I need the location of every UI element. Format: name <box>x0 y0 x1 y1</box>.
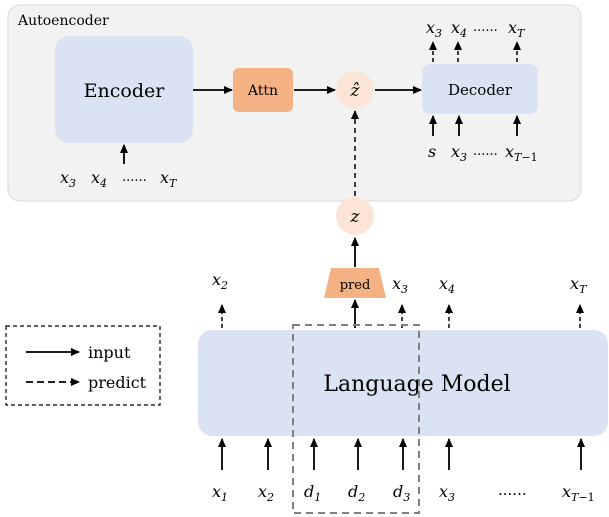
pred-block: pred <box>324 268 386 298</box>
z-node: z <box>336 197 374 235</box>
lm-output-xT: xT <box>570 274 588 296</box>
decoder-input-ellipsis: ...... <box>473 144 498 159</box>
decoder-input-s: s <box>428 142 436 161</box>
legend: input predict <box>5 325 161 406</box>
lm-output-x2: x2 <box>212 270 228 292</box>
language-model-label: Language Model <box>323 372 510 397</box>
encoder-input-ellipsis: ...... <box>122 170 147 185</box>
encoder-label: Encoder <box>84 80 166 102</box>
document-tokens-highlight <box>292 324 420 514</box>
z-label: z <box>350 207 361 227</box>
lm-input-d2: d2 <box>348 482 365 504</box>
encoder-box: Encoder <box>55 36 193 143</box>
decoder-label: Decoder <box>448 81 513 99</box>
language-model-box: Language Model <box>198 330 608 436</box>
legend-input-label: input <box>88 343 131 362</box>
legend-predict-label: predict <box>88 373 147 392</box>
lm-output-x4: x4 <box>439 274 455 296</box>
lm-input-d1: d1 <box>304 482 321 504</box>
lm-input-x2: x2 <box>258 482 274 504</box>
decoder-box: Decoder <box>422 64 538 114</box>
lm-input-ellipsis: ...... <box>498 481 527 499</box>
legend-box <box>5 325 161 406</box>
lm-input-x1: x1 <box>212 482 228 504</box>
lm-output-x3: x3 <box>392 274 408 296</box>
attn-label: Attn <box>247 83 278 99</box>
decoder-output-ellipsis: ...... <box>473 20 498 35</box>
lm-input-x3: x3 <box>439 482 455 504</box>
lm-input-d3: d3 <box>393 482 410 504</box>
zhat-label: ẑ <box>350 81 361 101</box>
autoencoder-title: Autoencoder <box>17 13 109 29</box>
attn-box: Attn <box>233 68 293 112</box>
pred-label: pred <box>340 278 371 293</box>
lm-input-xT-1: xT−1 <box>562 482 595 504</box>
zhat-node: ẑ <box>336 71 374 109</box>
